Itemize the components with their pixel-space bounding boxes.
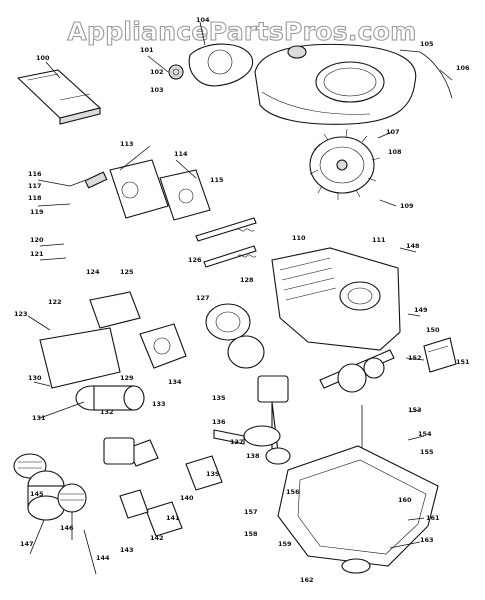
callout-label: 127 xyxy=(196,294,210,302)
callout-label: 117 xyxy=(28,182,42,190)
callout-label: 162 xyxy=(300,576,314,584)
callout-label: 161 xyxy=(426,514,440,522)
spark-plug-part xyxy=(69,171,108,189)
callout-label: 104 xyxy=(196,16,210,24)
callout-label: 134 xyxy=(168,378,182,386)
callout-label: 110 xyxy=(292,234,306,242)
callout-label: 126 xyxy=(188,256,202,264)
rewind-starter-part xyxy=(168,21,254,87)
callout-label: 155 xyxy=(420,448,434,456)
callout-label: 129 xyxy=(120,374,134,382)
air-filter-part xyxy=(13,453,87,521)
callout-label: 163 xyxy=(420,536,434,544)
callout-label: 144 xyxy=(96,554,110,562)
callout-label: 138 xyxy=(246,452,260,460)
callout-label: 135 xyxy=(212,394,226,402)
callout-label: 116 xyxy=(28,170,42,178)
sump-part xyxy=(277,445,439,574)
callout-label: 142 xyxy=(150,534,164,542)
callout-label: 103 xyxy=(150,86,164,94)
callout-label: 160 xyxy=(398,496,412,504)
callout-label: 102 xyxy=(150,68,164,76)
callout-label: 141 xyxy=(166,514,180,522)
watermark: AppliancePartsPros.com xyxy=(67,17,416,46)
callout-label: 106 xyxy=(456,64,470,72)
callout-label: 154 xyxy=(418,430,432,438)
callout-label: 132 xyxy=(100,408,114,416)
callout-label: 118 xyxy=(28,194,42,202)
owners-manual-part xyxy=(16,69,102,125)
callout-label: 152 xyxy=(408,354,422,362)
cylinder-head-part xyxy=(109,159,211,221)
camshaft-part xyxy=(213,425,281,447)
callout-label: 105 xyxy=(420,40,434,48)
callout-label: 121 xyxy=(30,250,44,258)
callout-label: 139 xyxy=(206,470,220,478)
cylinder-block-part xyxy=(271,247,401,351)
callout-label: 150 xyxy=(426,326,440,334)
callout-label: 147 xyxy=(20,540,34,548)
callout-label: 125 xyxy=(120,268,134,276)
fuel-line-part xyxy=(419,51,453,99)
callout-label: 145 xyxy=(30,490,44,498)
callout-label: 153 xyxy=(408,406,422,414)
callout-label: 109 xyxy=(400,202,414,210)
callout-label: 151 xyxy=(456,358,470,366)
blower-housing-part xyxy=(254,43,417,125)
crankshaft-part xyxy=(319,349,395,470)
oil-fill-tube-part xyxy=(83,529,97,575)
valves-part xyxy=(195,217,257,268)
callout-label: 146 xyxy=(60,524,74,532)
callout-label: 122 xyxy=(48,298,62,306)
gaskets-part xyxy=(103,437,223,537)
flywheel-part xyxy=(309,128,381,200)
callout-label: 156 xyxy=(286,488,300,496)
callout-label: 128 xyxy=(240,276,254,284)
callout-label: 101 xyxy=(140,46,154,54)
leader-lines xyxy=(27,49,453,555)
callout-label: 149 xyxy=(414,306,428,314)
callout-label: 136 xyxy=(212,418,226,426)
callout-label: 131 xyxy=(32,414,46,422)
callout-label: 124 xyxy=(86,268,100,276)
callout-label: 143 xyxy=(120,546,134,554)
callout-label: 159 xyxy=(278,540,292,548)
callout-label: 140 xyxy=(180,494,194,502)
callout-label: 157 xyxy=(244,508,258,516)
callout-label: 113 xyxy=(120,140,134,148)
side-plate-part xyxy=(423,337,457,373)
callout-labels: 100 101 102 103 104 105 106 107 108 109 110 111 113 1… xyxy=(14,16,470,584)
callout-label: 148 xyxy=(406,242,420,250)
ignition-coil-part xyxy=(205,303,265,369)
callout-label: 119 xyxy=(30,208,44,216)
callout-label: 133 xyxy=(152,400,166,408)
callout-label: 130 xyxy=(28,374,42,382)
callout-label: 158 xyxy=(244,530,258,538)
callout-label: 115 xyxy=(210,176,224,184)
callout-label: 120 xyxy=(30,236,44,244)
callout-label: 108 xyxy=(388,148,402,156)
muffler-part xyxy=(39,327,145,411)
callout-label: 100 xyxy=(36,54,50,62)
callout-label: 107 xyxy=(386,128,400,136)
callout-label: 111 xyxy=(372,236,386,244)
callout-label: 114 xyxy=(174,150,188,158)
carburetor-part xyxy=(89,291,187,369)
callout-label: 137 xyxy=(230,438,244,446)
piston-part xyxy=(257,375,291,465)
callout-label: 123 xyxy=(14,310,28,318)
